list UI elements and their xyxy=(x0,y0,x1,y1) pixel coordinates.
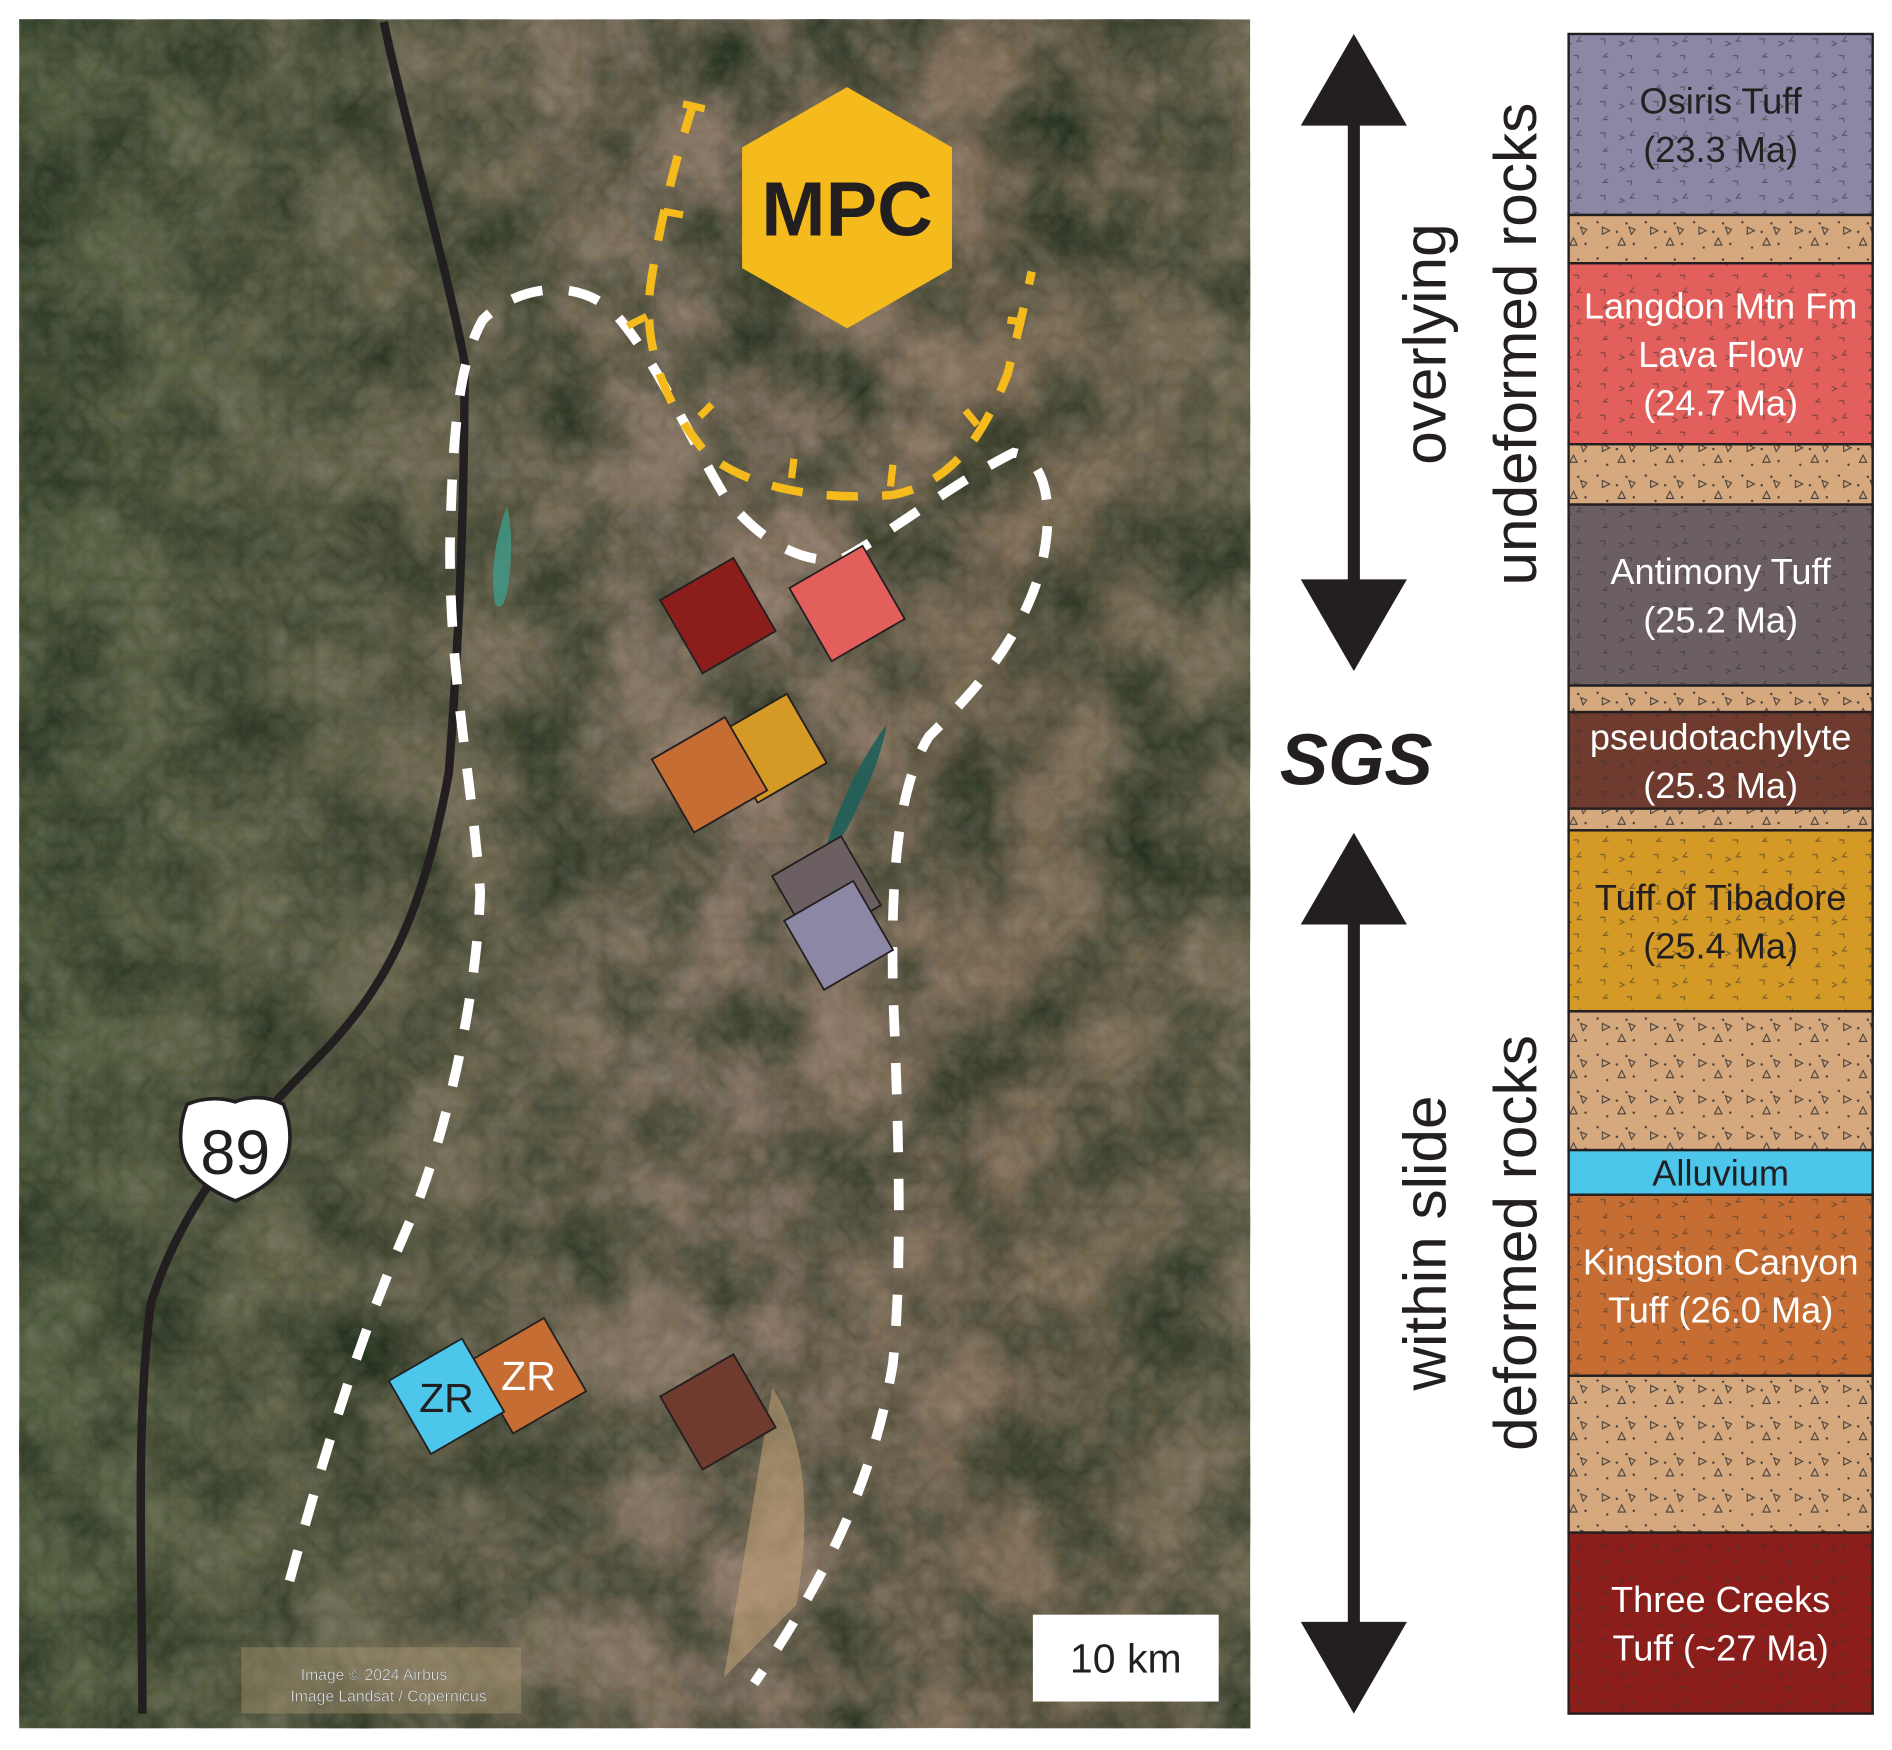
caldera-ticks xyxy=(625,100,1025,487)
site-kingston xyxy=(650,715,769,834)
upper-double-arrow xyxy=(1300,33,1407,672)
layer-alluvium xyxy=(1567,1148,1874,1196)
site-three-creeks xyxy=(659,556,777,675)
layer-label-age: (25.4 Ma) xyxy=(1643,925,1798,966)
layer-label-name2: Tuff (~27 Ma) xyxy=(1613,1628,1829,1669)
mpc-hexagon: MPC xyxy=(742,87,953,329)
scale-bar-box: 10 km xyxy=(1032,1614,1219,1702)
layer-label-name2: Lava Flow xyxy=(1638,334,1804,375)
overlying-label: overlying xyxy=(1391,223,1459,464)
layer-label-name: Kingston Canyon xyxy=(1583,1241,1859,1282)
site-osiris xyxy=(782,879,895,991)
mpc-label: MPC xyxy=(761,166,933,252)
layer-texture xyxy=(1568,1011,1873,1151)
layer-label-name: pseudotachylyte xyxy=(1590,717,1852,758)
sgs-label: SGS xyxy=(1280,720,1433,801)
stratigraphic-column: Osiris Tuff (23.3 Ma) Langdon Mtn Fm Lava F… xyxy=(1567,32,1874,1715)
layer-label-name: Alluvium xyxy=(1652,1153,1789,1194)
scale-bar-label: 10 km xyxy=(1070,1636,1182,1682)
layer-texture xyxy=(1568,1375,1873,1533)
layer-texture xyxy=(1568,685,1873,713)
highway-number: 89 xyxy=(200,1118,270,1188)
lower-double-arrow xyxy=(1300,832,1407,1714)
layer-label-name: Three Creeks xyxy=(1611,1579,1830,1620)
imagery-attribution: Image © 2024 Airbus Image Landsat / Cope… xyxy=(241,1647,522,1714)
layer-label-name: Langdon Mtn Fm xyxy=(1584,286,1858,327)
satellite-map: MPC ZR ZR 89 10 km xyxy=(19,19,1251,1729)
zr-label-kingston: ZR xyxy=(501,1353,556,1399)
layer-label-age: (25.3 Ma) xyxy=(1643,765,1798,806)
zr-label-alluvium: ZR xyxy=(419,1375,474,1421)
layer-label-name: Tuff of Tibadore xyxy=(1595,877,1846,918)
attribution-line-2: Image Landsat / Copernicus xyxy=(291,1689,487,1706)
deformed-rocks-label: deformed rocks xyxy=(1481,1035,1549,1451)
site-pseudotachylyte xyxy=(659,1353,777,1471)
layer-label-name2: Tuff (26.0 Ma) xyxy=(1608,1290,1833,1331)
layer-texture xyxy=(1568,444,1873,505)
layer-label-age: (23.3 Ma) xyxy=(1643,129,1798,170)
layer-texture xyxy=(1568,504,1873,686)
undeformed-rocks-label: undeformed rocks xyxy=(1481,103,1549,586)
reservoir xyxy=(826,724,887,846)
layer-label-name: Antimony Tuff xyxy=(1610,551,1832,592)
layer-texture xyxy=(1568,712,1873,809)
sample-sites xyxy=(387,544,906,1471)
us-89-shield: 89 xyxy=(178,1095,292,1203)
caldera-margin xyxy=(644,101,1036,501)
within-slide-label: within slide xyxy=(1391,1095,1459,1391)
layer-texture xyxy=(1568,263,1873,445)
layer-label-name: Osiris Tuff xyxy=(1640,81,1803,122)
attribution-line-1: Image © 2024 Airbus xyxy=(301,1667,448,1684)
layer-texture xyxy=(1568,830,1873,1012)
lake xyxy=(493,506,512,607)
site-zr-alluvium xyxy=(387,1337,506,1456)
layer-texture xyxy=(1568,214,1873,264)
layer-texture xyxy=(1568,33,1873,215)
site-langdon xyxy=(788,544,906,663)
layer-label-age: (25.2 Ma) xyxy=(1643,599,1798,640)
layer-texture xyxy=(1568,1532,1873,1714)
highway-89-road xyxy=(136,21,469,1714)
layer-texture xyxy=(1568,808,1873,831)
layer-texture xyxy=(1568,1194,1873,1376)
layer-label-age: (24.7 Ma) xyxy=(1643,382,1798,423)
